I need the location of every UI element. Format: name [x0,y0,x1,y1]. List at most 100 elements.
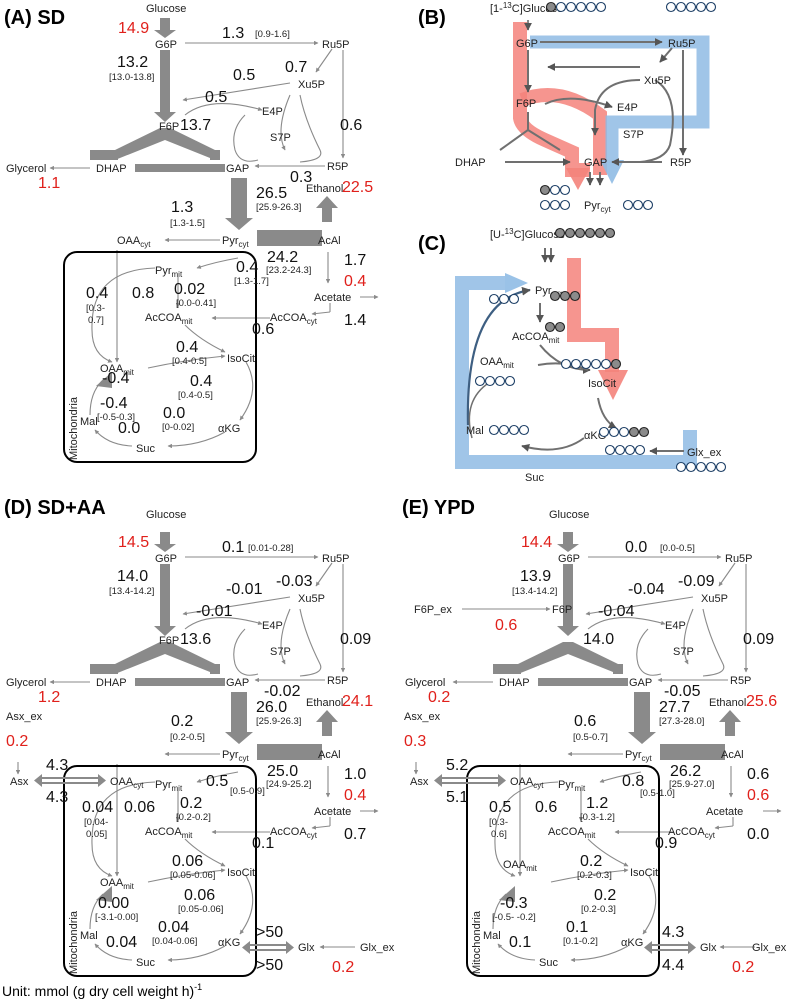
oaa-flux1-range2: 0.7] [88,315,104,326]
e-s7p-node: S7P [673,646,694,658]
d-oaa-flux1-range2: 0.05] [86,829,107,840]
oaa-flux2-value: 0.8 [132,285,154,302]
panel-d: (D) SD+AA Mitochondria Glucose G6P Ru5P … [4,497,395,977]
f6p-xu5p-value: 0.5 [233,67,255,84]
d-oaa-mit-node: OAAmit [100,877,135,891]
s7p-node: S7P [270,132,291,144]
e-pyr-oaa-range: [0.5-0.7] [573,732,608,743]
e-g6p-f6p-value: 13.9 [520,568,551,585]
d-f6p-xu5p-value: -0.01 [226,581,263,598]
e-oaa-flux1-range2: 0.6] [491,829,507,840]
d-akg-suc-range: [0.04-0.06] [152,936,197,947]
f6p-node: F6P [159,121,179,133]
panel-a: (A) SD Mitochondria Glucose G6P Ru5P Xu5… [4,3,378,463]
e-e4p-node: E4P [665,620,686,632]
d-pyr-oaa-value: 0.2 [171,713,193,730]
d-pyr-acal-range: [24.9-25.2] [266,779,311,790]
e-gap-pyr-value: 27.7 [659,699,690,716]
gap-pyr-range: [25.9-26.3] [256,202,301,213]
acetate-flux-value: 1.7 [344,252,366,269]
b-ru5p-node: Ru5P [668,38,696,50]
e-ru5p-xu5p-value: -0.09 [678,573,715,590]
gap-node: GAP [226,163,249,175]
e-glx-node: Glx [700,942,717,954]
e-cs-value: 0.2 [580,853,602,870]
e-mal-node: Mal [483,930,501,942]
e-oaa-flux1-range1: [0.3- [489,817,508,828]
d-e4p-node: E4P [262,620,283,632]
d-mitochondria-label: Mitochondria [68,910,80,974]
e-asx-flux2-value: 5.1 [446,789,468,806]
b-pyr-node: Pyrcyt [584,200,612,214]
d-ppp-flux-value: 0.1 [222,539,244,556]
glycerol-node: Glycerol [6,163,46,175]
e-mdh-value: -0.3 [500,895,528,912]
e-f6p-xu5p-value: -0.04 [628,581,665,598]
c-label-circles [474,227,727,473]
d-accoa-flux-value: 0.1 [252,835,274,852]
d-pyr-mit-node: Pyrmit [155,779,183,793]
e-pyr-mit-value: 0.8 [622,773,644,790]
e-glx-red-value: 0.2 [732,959,754,976]
c-accoa-node: AcCOAmit [512,331,560,345]
e-gap-pyr-range: [27.3-28.0] [659,716,704,727]
d-idh-range: [0.05-0.06] [178,904,223,915]
glucose-node: Glucose [146,3,186,15]
d-oaa-flux2-value: 0.06 [124,799,155,816]
e-xu5p-node: Xu5P [701,593,728,605]
e-akg-node: αKG [621,937,643,949]
d-f6p-e4p-value: -0.01 [196,603,233,620]
e-glycerol-value: 0.2 [428,689,450,706]
e4p-node: E4P [262,106,283,118]
panel-c-label: (C) [418,233,446,255]
e-f6p-ex-node: F6P_ex [414,604,452,616]
ppp-flux-value: 1.3 [222,25,244,42]
accoa-cyt-value: 1.4 [344,312,366,329]
tracer-uc: [U-13C]Glucose [490,227,565,241]
d-glx-node: Glx [298,942,315,954]
d-ethanol-node: Ethanol [306,697,343,709]
e-acal-node: AcAl [721,749,744,761]
e-mdh-range: [-0.5- -0.2] [492,912,536,923]
d-glx-flux2-value: >50 [256,957,283,974]
d-ru5p-node: Ru5P [322,553,350,565]
d-glycerol-node: Glycerol [6,677,46,689]
r5p-node: R5P [327,161,348,173]
d-glycerol-value: 1.2 [38,689,60,706]
mdh-range: [-0.5-0.3] [97,412,135,423]
panel-a-label: (A) SD [4,7,65,29]
b-xu5p-node: Xu5P [644,75,671,87]
e-oaa-flux2-value: 0.6 [535,799,557,816]
e-ethanol-value: 25.6 [746,693,777,710]
e-g6p-f6p-range: [13.4-14.2] [512,586,557,597]
e-accoa-cyt-node: AcCOAcyt [668,826,716,840]
e-f6p-dhap-value: 14.0 [583,631,614,648]
accoa-cyt-node: AcCOAcyt [270,312,318,326]
d-oaa-flux1-range1: [0.04- [84,817,108,828]
suc-node: Suc [136,443,155,455]
cs-range: [0.4-0.5] [172,356,207,367]
d-gap-pyr-range: [25.9-26.3] [256,716,301,727]
d-idh-value: 0.06 [184,887,215,904]
b-f6p-node: F6P [516,98,536,110]
d-g6p-f6p-value: 14.0 [117,568,148,585]
d-f6p-dhap-value: 13.6 [180,631,211,648]
e-oaa-cyt-node: OAAcyt [510,776,544,790]
e-acetate-red-value: 0.6 [747,787,769,804]
pyr-mit-value: 0.4 [236,259,258,276]
e-g6p-node: G6P [558,553,580,565]
d-ethanol-value: 24.1 [342,693,373,710]
e-asx-ex-node: Asx_ex [404,711,441,723]
gap-pyr-value: 26.5 [256,185,287,202]
idh-value: 0.4 [190,373,212,390]
glycerol-value: 1.1 [38,175,60,192]
akg-suc-value: 0.0 [163,405,185,422]
r5p-value: 0.6 [340,117,362,134]
oaa-cyt-node: OAAcyt [117,235,151,249]
accoa-flux-value: 0.6 [252,321,274,338]
d-cs-range: [0.05-0.06] [170,870,215,881]
e-idh-range: [0.2-0.3] [581,904,616,915]
e-ppp-flux-range: [0.0-0.5] [660,543,695,554]
d-akg-suc-value: 0.04 [158,919,189,936]
e-idh-value: 0.2 [594,887,616,904]
